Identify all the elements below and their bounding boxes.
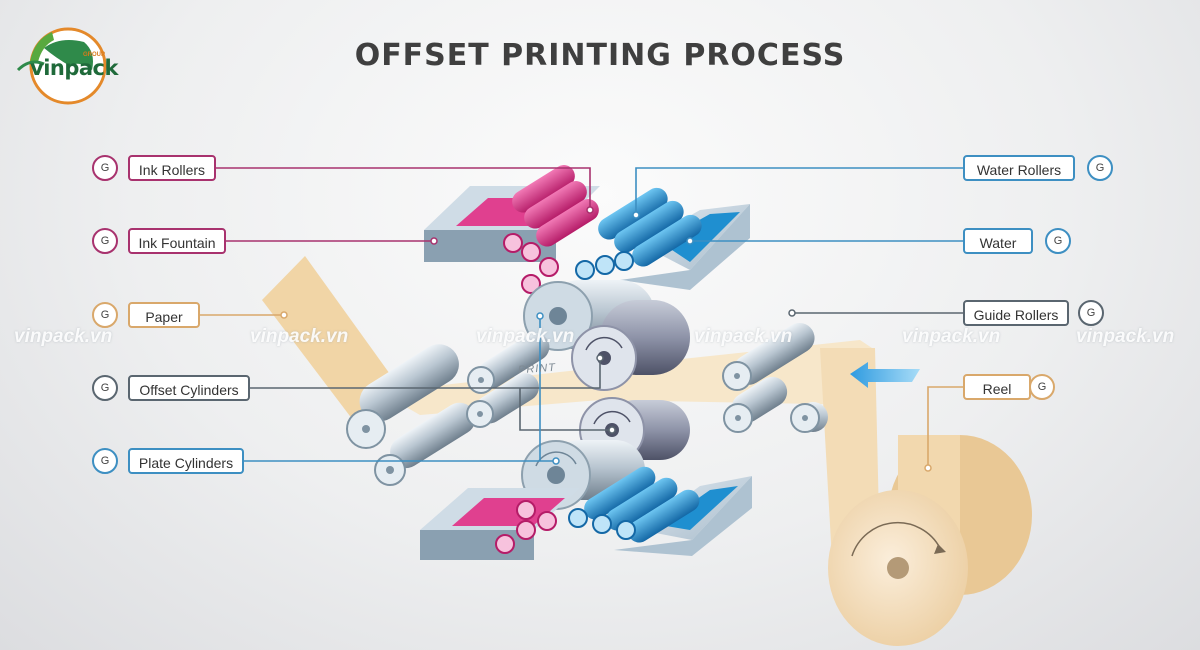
leader-water-rollers bbox=[635, 167, 963, 215]
logo-globe-icon bbox=[16, 27, 107, 105]
lower-ink-unit bbox=[420, 488, 580, 560]
offset-cylinders-label: Offset Cylinders bbox=[128, 375, 250, 401]
watermark: vinpack.vn bbox=[476, 326, 575, 347]
leader-ink-rollers bbox=[216, 167, 591, 210]
water-badge: G bbox=[1045, 228, 1071, 254]
water-rollers-badge: G bbox=[1087, 155, 1113, 181]
upper-offset-cylinder bbox=[571, 300, 690, 391]
reel-label: Reel bbox=[963, 374, 1031, 400]
plate-cylinders-badge: G bbox=[92, 448, 118, 474]
leader-offset-link bbox=[519, 388, 612, 431]
paper-label: Paper bbox=[128, 302, 200, 328]
leader-reel bbox=[927, 386, 963, 468]
watermark: vinpack.vn bbox=[694, 326, 793, 347]
ink-fountain-label: Ink Fountain bbox=[128, 228, 226, 254]
ink-rollers-label: Ink Rollers bbox=[128, 155, 216, 181]
reel-badge: G bbox=[1029, 374, 1055, 400]
logo-text: vinpack bbox=[30, 56, 118, 80]
guide-rollers-label: Guide Rollers bbox=[963, 300, 1069, 326]
water-label: Water bbox=[963, 228, 1033, 254]
ink-rollers-badge: G bbox=[92, 155, 118, 181]
plate-cylinders-label: Plate Cylinders bbox=[128, 448, 244, 474]
leader-offset-cylinders bbox=[250, 358, 601, 389]
guide-rollers bbox=[346, 322, 828, 486]
direction-arrow bbox=[850, 362, 920, 388]
guide-rollers-badge: G bbox=[1078, 300, 1104, 326]
water-rollers-label: Water Rollers bbox=[963, 155, 1075, 181]
watermark: vinpack.vn bbox=[1076, 326, 1175, 347]
offset-cylinders-badge: G bbox=[92, 375, 118, 401]
watermark: vinpack.vn bbox=[14, 326, 113, 347]
diagram-title: OFFSET PRINTING PROCESS bbox=[354, 38, 846, 73]
watermark: vinpack.vn bbox=[250, 326, 349, 347]
logo-group-text: GROUP bbox=[83, 52, 106, 58]
leader-dots bbox=[280, 206, 932, 472]
paper-badge: G bbox=[92, 302, 118, 328]
lower-water-unit bbox=[568, 466, 752, 556]
upper-ink-unit bbox=[424, 165, 600, 294]
reel bbox=[828, 435, 1032, 646]
watermark: vinpack.vn bbox=[902, 326, 1001, 347]
leader-lines bbox=[200, 167, 963, 468]
upper-water-unit bbox=[575, 187, 750, 290]
ink-fountain-badge: G bbox=[92, 228, 118, 254]
